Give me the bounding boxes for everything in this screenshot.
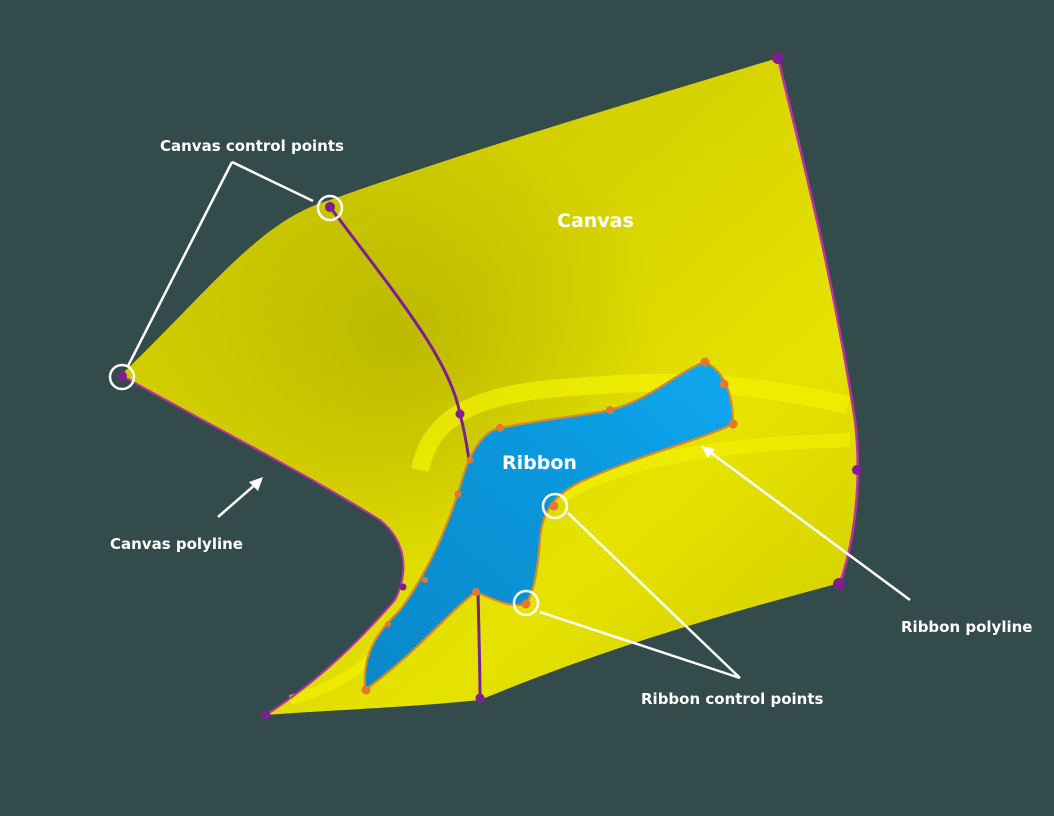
ribbon-control-point[interactable] xyxy=(606,406,614,414)
ribbon-control-point[interactable] xyxy=(496,424,504,432)
ribbon-control-point[interactable] xyxy=(385,621,391,627)
ribbon-polyline-arrow-line xyxy=(709,450,911,602)
ribbon-surface xyxy=(363,360,735,693)
canvas-control-point[interactable] xyxy=(772,52,784,64)
canvas-control-points xyxy=(117,52,862,720)
canvas-control-point[interactable] xyxy=(261,710,271,720)
canvas-control-point[interactable] xyxy=(475,693,485,703)
ribbon-control-point[interactable] xyxy=(454,490,462,498)
canvas-polyline xyxy=(120,374,405,716)
ribbon-control-point[interactable] xyxy=(549,501,559,511)
annotation-lines xyxy=(126,160,911,680)
canvas-control-points-label: Canvas control points xyxy=(160,137,344,155)
ribbon-control-point-highlight xyxy=(541,492,569,520)
ribbon-control-points-leader xyxy=(539,610,741,680)
canvas-highlight-band xyxy=(411,373,851,473)
ribbon-control-point[interactable] xyxy=(472,588,480,596)
annotation-arrowheads xyxy=(249,446,715,491)
canvas-highlight-band xyxy=(555,433,851,504)
ribbon-polyline-arrowhead xyxy=(701,446,715,458)
canvas-control-points-leader xyxy=(231,160,314,203)
ribbon-control-point[interactable] xyxy=(521,599,531,609)
ribbon-control-point[interactable] xyxy=(700,357,710,367)
ribbon-control-point[interactable] xyxy=(466,456,474,464)
canvas-label: Canvas xyxy=(557,210,634,232)
ribbon-control-points-leader xyxy=(567,512,741,679)
annotation-circles xyxy=(108,194,569,617)
canvas-polyline-label: Canvas polyline xyxy=(110,535,243,553)
canvas-polyline-right xyxy=(776,57,859,584)
ribbon-control-point-highlight xyxy=(512,589,540,617)
canvas-control-point[interactable] xyxy=(833,578,845,590)
ribbon-control-point[interactable] xyxy=(728,419,738,429)
ribbon-label: Ribbon xyxy=(502,452,577,474)
canvas-control-point-highlight xyxy=(108,363,136,391)
ribbon-control-points xyxy=(361,357,738,695)
canvas-polyline-arrow-line xyxy=(217,482,258,518)
ribbon-control-point[interactable] xyxy=(422,577,428,583)
canvas-polyline-arrowhead xyxy=(249,477,263,491)
canvas-shading xyxy=(121,58,858,715)
canvas-control-point[interactable] xyxy=(325,202,335,212)
ribbon-control-point[interactable] xyxy=(361,685,371,695)
canvas-control-point[interactable] xyxy=(117,371,127,381)
canvas-control-point[interactable] xyxy=(455,409,465,419)
canvas-control-point[interactable] xyxy=(399,583,407,591)
ribbon-control-points-label: Ribbon control points xyxy=(641,690,824,708)
canvas-control-point[interactable] xyxy=(852,465,862,475)
canvas-control-point-highlight xyxy=(316,194,344,222)
ribbon-control-point[interactable] xyxy=(719,379,729,389)
canvas-control-points-leader xyxy=(126,161,234,367)
ribbon-polyline-label: Ribbon polyline xyxy=(901,618,1033,636)
